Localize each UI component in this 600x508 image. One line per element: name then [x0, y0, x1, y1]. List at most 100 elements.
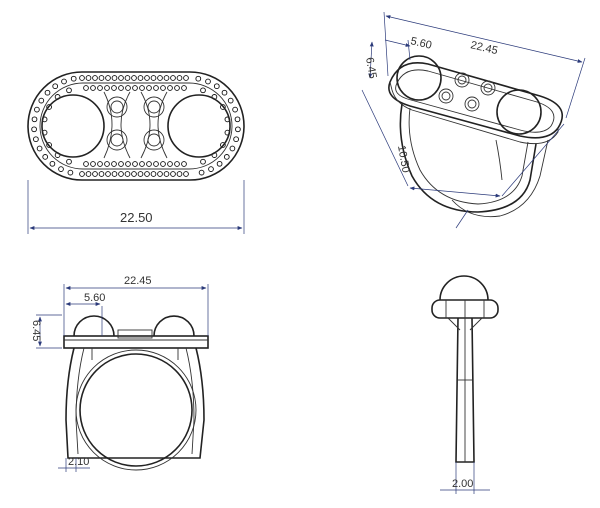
top-view-center-stones [103, 91, 168, 159]
iso-right-pearl [496, 89, 542, 135]
pave-bead [235, 126, 241, 133]
pave-bead [233, 136, 239, 143]
pave-bead [131, 171, 137, 177]
pave-bead [118, 75, 124, 81]
side-pearl [439, 275, 489, 301]
pave-bead [167, 85, 173, 91]
front-right-pearl [153, 315, 195, 337]
pave-bead [181, 85, 187, 91]
pave-bead [170, 75, 176, 81]
pave-bead [38, 97, 45, 104]
pave-bead [160, 161, 166, 167]
pave-bead [49, 160, 56, 167]
iso-offset-dimension-line [384, 39, 411, 47]
pave-bead [213, 83, 220, 90]
pave-bead [216, 160, 223, 167]
pave-bead [232, 106, 238, 113]
pave-bead [181, 161, 187, 167]
front-offset-label: 5.60 [84, 292, 105, 304]
front-finger-hole [79, 353, 193, 467]
iso-band-dimension-line [409, 186, 501, 198]
front-shank-label: 2.10 [68, 456, 89, 468]
pave-bead [104, 161, 110, 167]
pave-bead [111, 75, 118, 81]
front-top-plate [63, 335, 209, 349]
pave-bead [132, 85, 138, 91]
pave-bead [139, 85, 145, 91]
pave-bead [183, 171, 189, 177]
pave-bead [79, 75, 85, 81]
pave-bead [150, 171, 157, 177]
pave-bead [31, 126, 37, 133]
top-view-right-pearl [167, 94, 231, 158]
pave-bead [157, 171, 163, 177]
pave-bead [92, 75, 98, 81]
pave-bead [150, 75, 157, 81]
pave-bead [61, 78, 67, 85]
pave-bead [170, 171, 176, 177]
pave-bead [132, 161, 138, 167]
pave-bead [229, 145, 236, 152]
pave-bead [90, 161, 96, 167]
pave-bead [208, 166, 214, 172]
pave-bead [83, 85, 89, 91]
pave-bead [144, 75, 150, 81]
pave-bead [146, 161, 152, 167]
pave-bead [163, 75, 170, 81]
top-view: 22.50 [27, 71, 245, 234]
pave-bead [195, 75, 202, 82]
pave-bead [124, 171, 131, 177]
top-view-inner-outline [39, 82, 233, 170]
top-view-width-label: 22.50 [120, 210, 153, 225]
pave-bead [104, 85, 110, 91]
side-view: 2.00 [431, 275, 499, 494]
pave-bead [111, 171, 118, 177]
pave-bead [125, 161, 131, 167]
pave-bead [98, 171, 105, 177]
pave-bead [83, 161, 89, 167]
side-shank-label: 2.00 [452, 478, 473, 490]
pave-bead [85, 75, 92, 81]
pave-bead [44, 89, 51, 96]
pave-bead [31, 116, 38, 123]
front-left-pearl [73, 315, 115, 337]
pave-bead [52, 83, 59, 90]
top-view-left-pearl [41, 94, 105, 158]
front-length-label: 22.45 [124, 275, 152, 287]
iso-length-dimension-line [385, 15, 583, 63]
iso-offset-label: 5.60 [409, 35, 433, 52]
front-shank-outer [65, 347, 205, 459]
front-view: 22.45 5.60 6.45 2.10 [30, 275, 209, 472]
pave-bead [167, 161, 173, 167]
pave-bead [97, 85, 103, 91]
pave-bead [111, 161, 117, 167]
pave-bead [92, 171, 98, 177]
top-view-pave-beads [31, 75, 241, 177]
pave-bead [36, 145, 43, 152]
pave-bead [125, 85, 131, 91]
pave-bead [118, 85, 124, 91]
pave-bead [137, 171, 144, 177]
pave-bead [227, 97, 234, 104]
iso-band-label: 10.50 [395, 144, 412, 173]
pave-bead [85, 171, 92, 177]
iso-center-stones [438, 72, 496, 112]
pave-bead [66, 87, 72, 94]
pave-bead [139, 161, 145, 167]
pave-bead [200, 87, 206, 94]
pave-bead [33, 136, 39, 143]
front-height-label: 6.45 [30, 320, 42, 341]
pave-bead [163, 171, 170, 177]
pave-bead [205, 78, 211, 85]
pave-bead [67, 169, 74, 176]
pave-bead [176, 171, 183, 177]
pave-bead [105, 171, 111, 177]
pave-bead [124, 75, 131, 81]
iso-length-label: 22.45 [469, 39, 499, 57]
iso-shank [399, 103, 537, 213]
pave-bead [174, 161, 180, 167]
iso-height-label: 6.45 [363, 56, 379, 79]
pave-bead [70, 75, 77, 82]
pave-bead [157, 75, 163, 81]
